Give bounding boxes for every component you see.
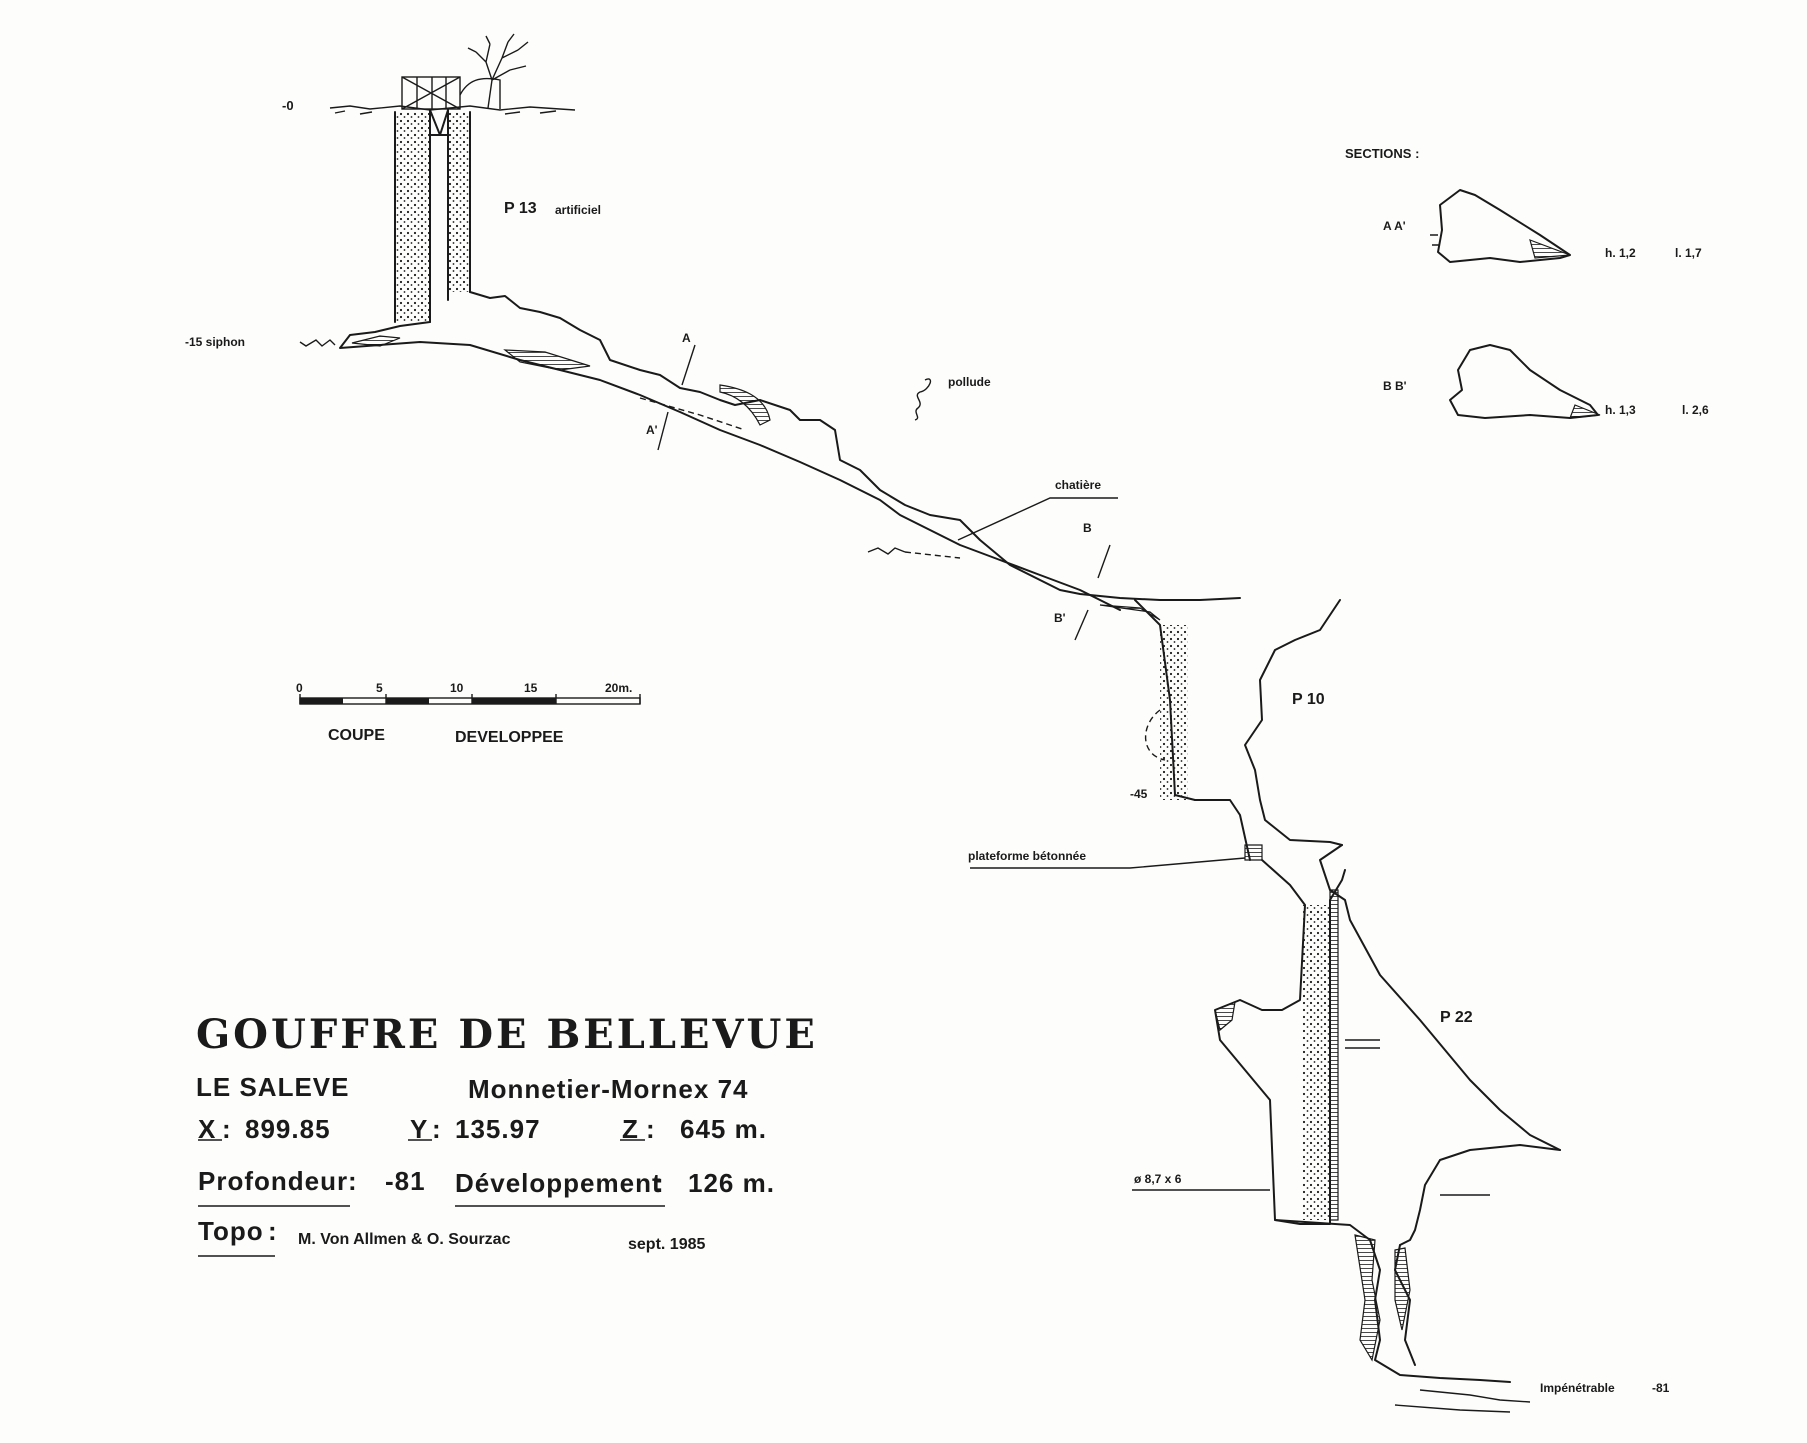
cave-title: GOUFFRE DE BELLEVUE (196, 1011, 818, 1058)
shaft-p13 (394, 109, 471, 323)
section-marker-a (657, 344, 696, 451)
label-end-note: Impénétrable (1540, 1381, 1615, 1395)
label-shaft-p10: P 10 (1292, 691, 1325, 708)
coord-x-label: X (198, 1114, 216, 1144)
scale-tick-20: 20m. (605, 681, 632, 695)
pollution-squiggle (914, 378, 932, 421)
coord-z-colon: : (646, 1114, 656, 1144)
section-marker-b (1074, 544, 1111, 641)
coord-y-value: 135.97 (455, 1114, 541, 1144)
bottom-meander (1274, 1144, 1561, 1413)
survey-authors: M. Von Allmen & O. Sourzac (298, 1231, 511, 1248)
label-end-depth: -81 (1652, 1381, 1670, 1395)
label-platform: plateforme bétonnée (968, 849, 1086, 863)
section-aa-width: l. 1,7 (1675, 246, 1702, 260)
sections-heading: SECTIONS : (1345, 146, 1419, 161)
scale-caption-developpee: DEVELOPPEE (455, 729, 564, 746)
entrance-structure (401, 76, 501, 110)
section-bb-height: h. 1,3 (1605, 403, 1636, 417)
label-siphon: -15 siphon (185, 335, 245, 349)
label-section-a: A (682, 331, 691, 345)
scale-caption-coupe: COUPE (328, 727, 385, 744)
coord-z-value: 645 m. (680, 1114, 767, 1144)
label-diameter: ø 8,7 x 6 (1134, 1172, 1182, 1186)
dashed-gallery-branch (639, 397, 961, 559)
coord-x-colon: : (222, 1114, 232, 1144)
label-section-b-prime: B' (1054, 611, 1066, 625)
development-label: Développement (455, 1168, 662, 1198)
label-shaft-p13-note: artificiel (555, 203, 601, 217)
commune-name: Monnetier-Mornex 74 (468, 1074, 749, 1104)
coord-x-value: 899.85 (245, 1114, 331, 1144)
label-surface-depth: -0 (282, 98, 294, 113)
massif-name: LE SALEVE (196, 1072, 349, 1102)
section-aa-label: A A' (1383, 219, 1406, 233)
depth-value: -81 (385, 1166, 426, 1196)
depth-colon: : (348, 1166, 358, 1196)
scale-bar (299, 694, 641, 705)
scale-tick-5: 5 (376, 681, 383, 695)
label-pollution: pollude (948, 375, 991, 389)
survey-date: sept. 1985 (628, 1236, 705, 1253)
label-depth-45: -45 (1130, 787, 1148, 801)
label-squeeze: chatière (1055, 478, 1101, 492)
survey-colon: : (268, 1216, 278, 1246)
scale-tick-15: 15 (524, 681, 538, 695)
label-section-b: B (1083, 521, 1092, 535)
section-aa-height: h. 1,2 (1605, 246, 1636, 260)
label-underlines (198, 1039, 1380, 1257)
coord-y-label: Y (410, 1114, 428, 1144)
squeeze-leader (957, 497, 1118, 541)
surface-tree (467, 33, 529, 109)
survey-label: Topo (198, 1216, 264, 1246)
upper-gallery (299, 291, 1241, 611)
label-shaft-p13: P 13 (504, 200, 537, 217)
coord-y-colon: : (432, 1114, 442, 1144)
scale-tick-0: 0 (296, 681, 303, 695)
label-shaft-p22: P 22 (1440, 1009, 1473, 1026)
depth-label: Profondeur (198, 1166, 348, 1196)
scale-tick-10: 10 (450, 681, 464, 695)
section-bb-label: B B' (1383, 379, 1407, 393)
section-aa-outline (1430, 189, 1571, 263)
coord-z-label: Z (622, 1114, 639, 1144)
label-section-a-prime: A' (646, 423, 658, 437)
section-bb-outline (1449, 344, 1601, 419)
development-value: 126 m. (688, 1168, 775, 1198)
shaft-p22 (1214, 844, 1561, 1225)
section-bb-width: l. 2,6 (1682, 403, 1709, 417)
development-colon: : (655, 1168, 665, 1198)
shaft-p10 (1099, 599, 1343, 861)
